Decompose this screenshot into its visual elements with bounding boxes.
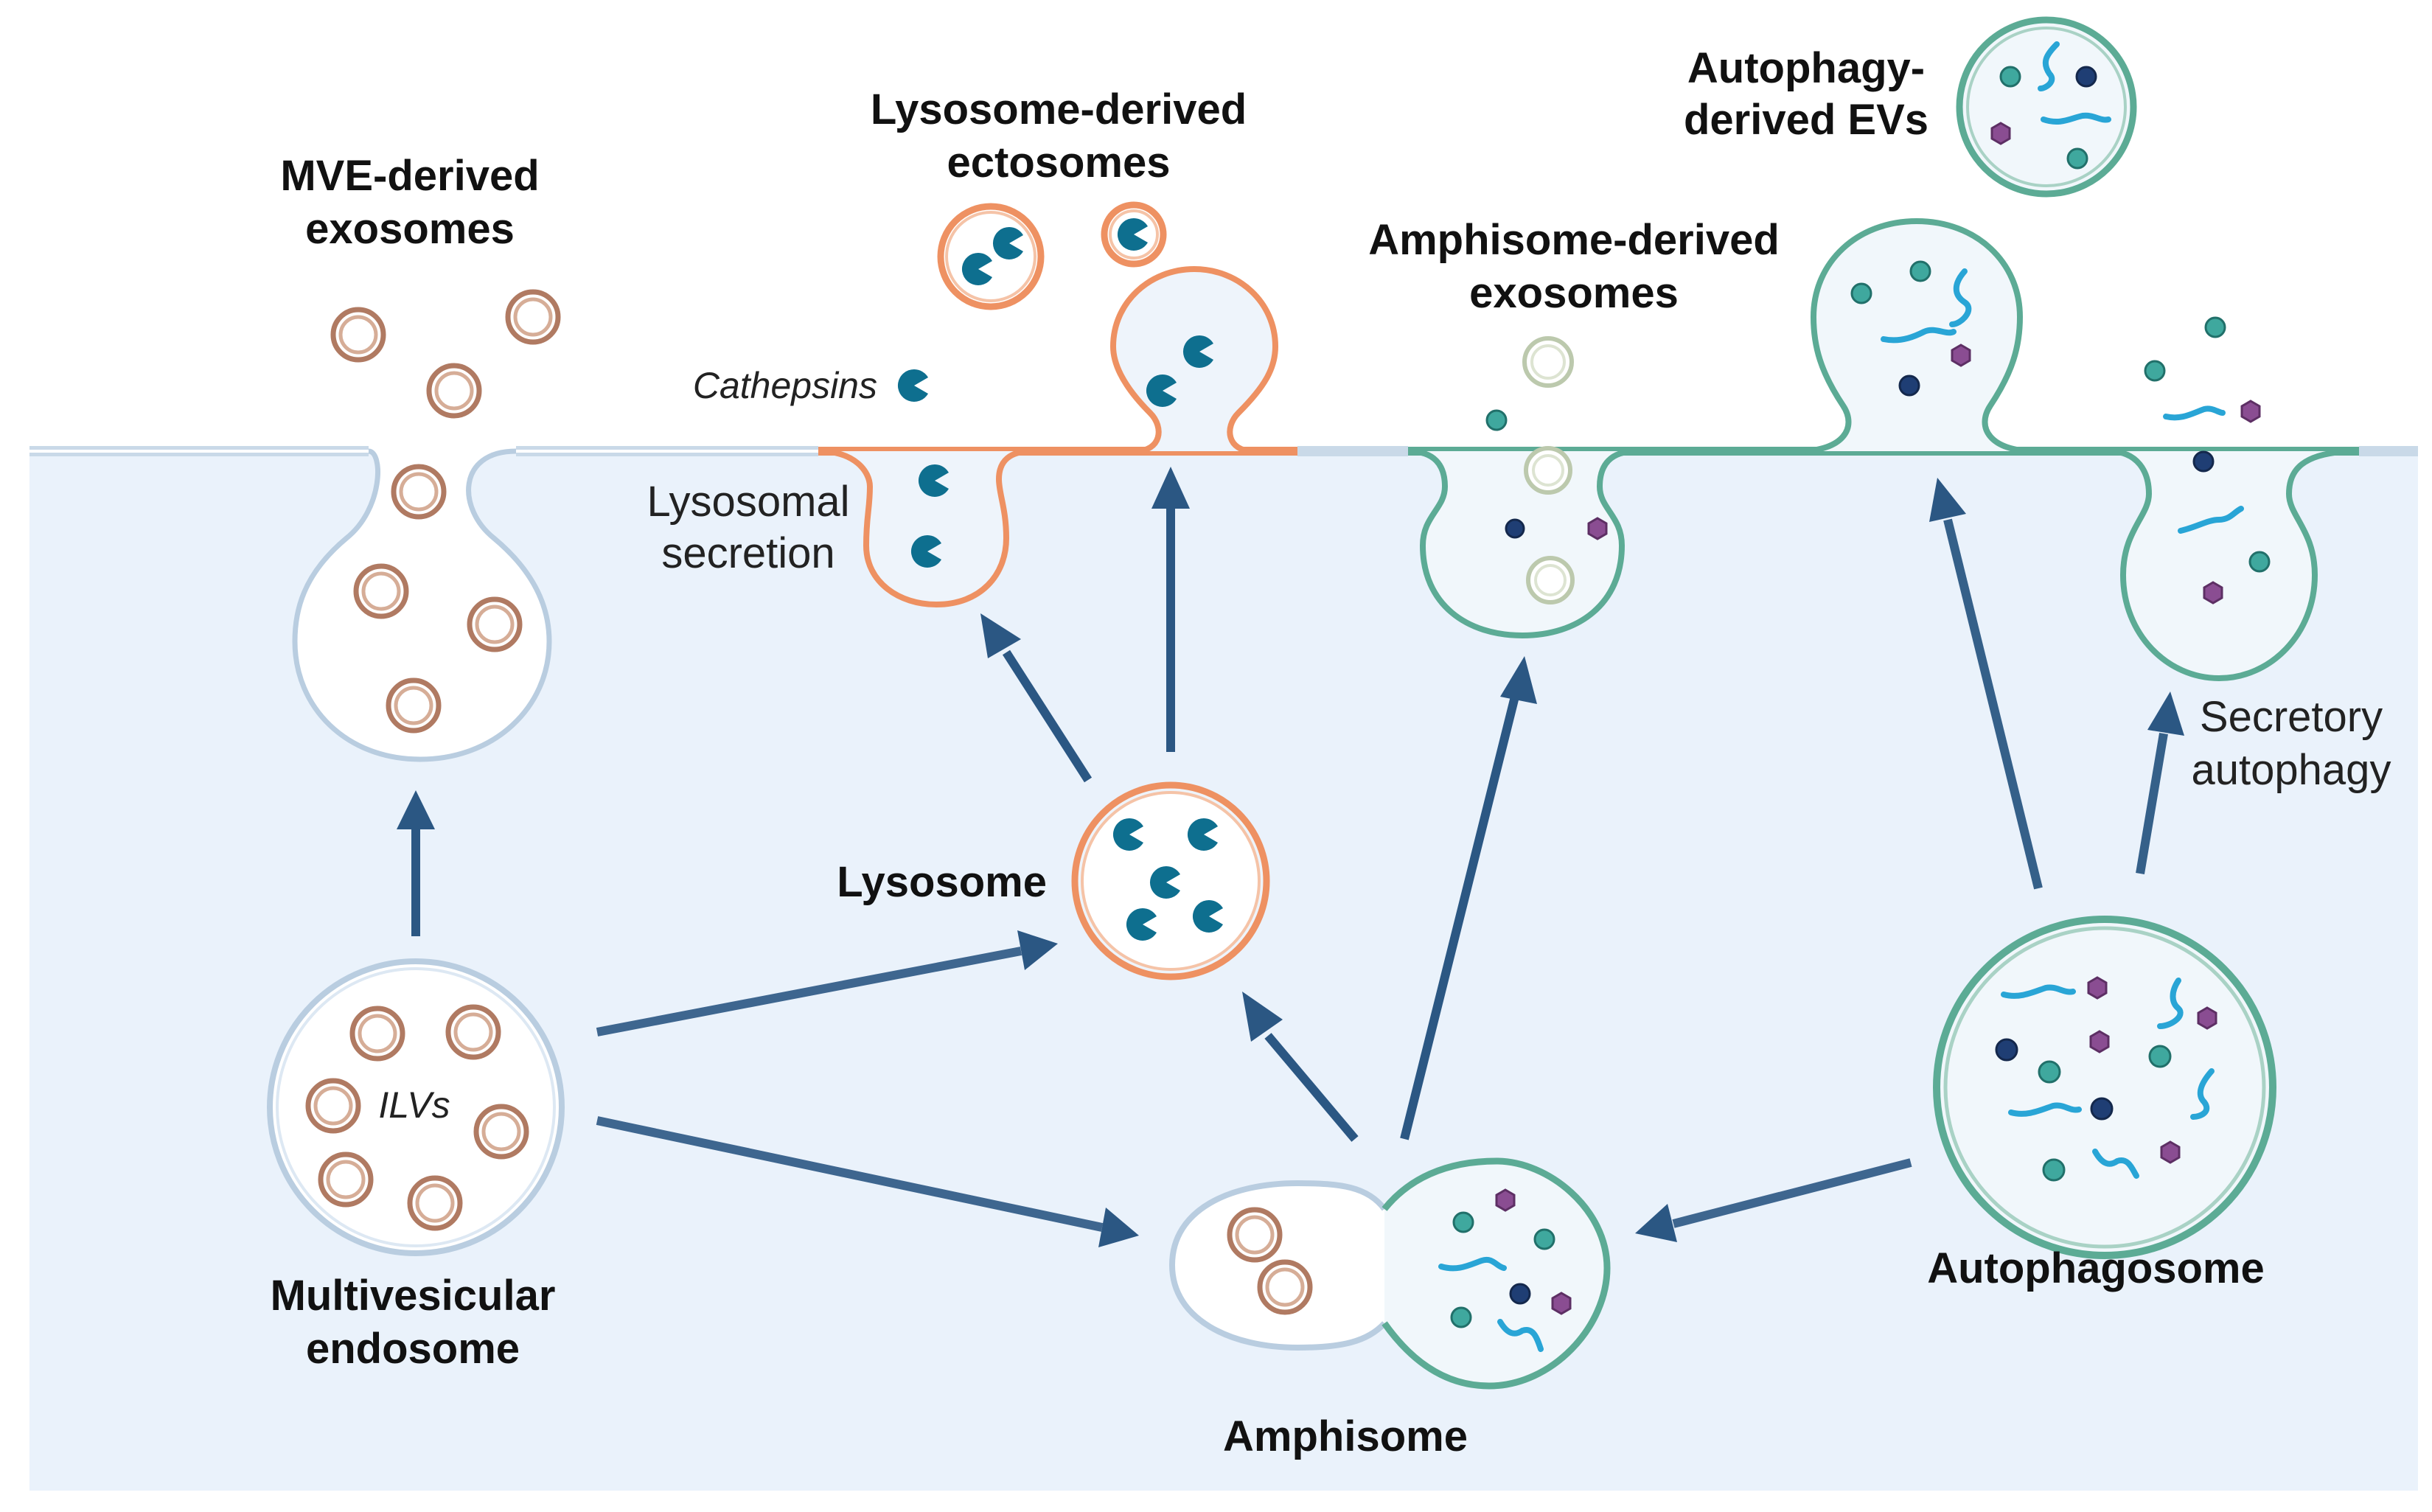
labels: MVE-derived exosomes Lysosome-derived ec… [271, 44, 2391, 1460]
secretory-autophagy-pocket [2108, 448, 2360, 682]
mve-fusing-pm [292, 448, 552, 762]
autophagy-derived-ev [1956, 16, 2137, 198]
amphisome-fusing-pm [1407, 446, 1637, 639]
label-auto-evs-1: Autophagy- [1687, 44, 1925, 92]
pathway-arrows [397, 467, 2184, 1247]
arrow-autophagosome-to-secretory [2136, 733, 2168, 874]
arrow-mve-to-amphisome [596, 1116, 1104, 1232]
label-lysosome: Lysosome [837, 858, 1047, 906]
label-mve-exosomes-2: exosomes [305, 205, 515, 253]
label-mve-exosomes-1: MVE-derived [280, 152, 539, 200]
multivesicular-endosome [267, 958, 565, 1256]
secretory-autophagy-cargo-released [2144, 316, 2261, 423]
label-autophagosome: Autophagosome [1927, 1244, 2265, 1292]
lysosomal-secretion-pocket [818, 448, 1033, 608]
label-mve-1: Multivesicular [271, 1272, 556, 1320]
autophagy-budding-ev [1798, 217, 2035, 454]
label-secretory-1: Secretory [2200, 693, 2383, 741]
arrow-autophagosome-to-amphisome [1672, 1158, 1912, 1228]
label-amphi-exo-1: Amphisome-derived [1368, 216, 1780, 264]
label-lyso-ecto-1: Lysosome-derived [871, 86, 1247, 133]
budding-ectosome [1109, 265, 1279, 454]
cathepsin-icon [897, 369, 928, 402]
label-secretory-2: autophagy [2192, 746, 2391, 794]
label-mve-2: endosome [306, 1325, 520, 1373]
lysosome [1071, 781, 1270, 980]
label-ilvs: ILVs [378, 1084, 450, 1126]
arrow-mve-to-lysosome [596, 947, 1022, 1037]
released-exosomes [333, 292, 558, 416]
arrow-lysosome-to-secretion [1002, 649, 1093, 783]
label-auto-evs-2: derived EVs [1684, 96, 1928, 144]
arrow-amphisome-to-pm [1400, 695, 1519, 1140]
autophagosome [1933, 916, 2276, 1259]
released-ectosomes [937, 201, 1167, 310]
arrow-amphisome-to-lysosome [1264, 1033, 1359, 1142]
label-amphisome: Amphisome [1223, 1412, 1468, 1460]
label-lyso-ecto-2: ectosomes [947, 139, 1170, 187]
arrow-autophagosome-to-ev [1943, 518, 2043, 890]
released-amphisome-exosomes [1485, 336, 1574, 431]
amphisome [1168, 1157, 1611, 1390]
label-lyso-secretion-1: Lysosomal [647, 478, 849, 526]
label-amphi-exo-2: exosomes [1469, 269, 1679, 317]
label-lyso-secretion-2: secretion [661, 529, 835, 577]
label-cathepsins: Cathepsins [693, 365, 877, 406]
